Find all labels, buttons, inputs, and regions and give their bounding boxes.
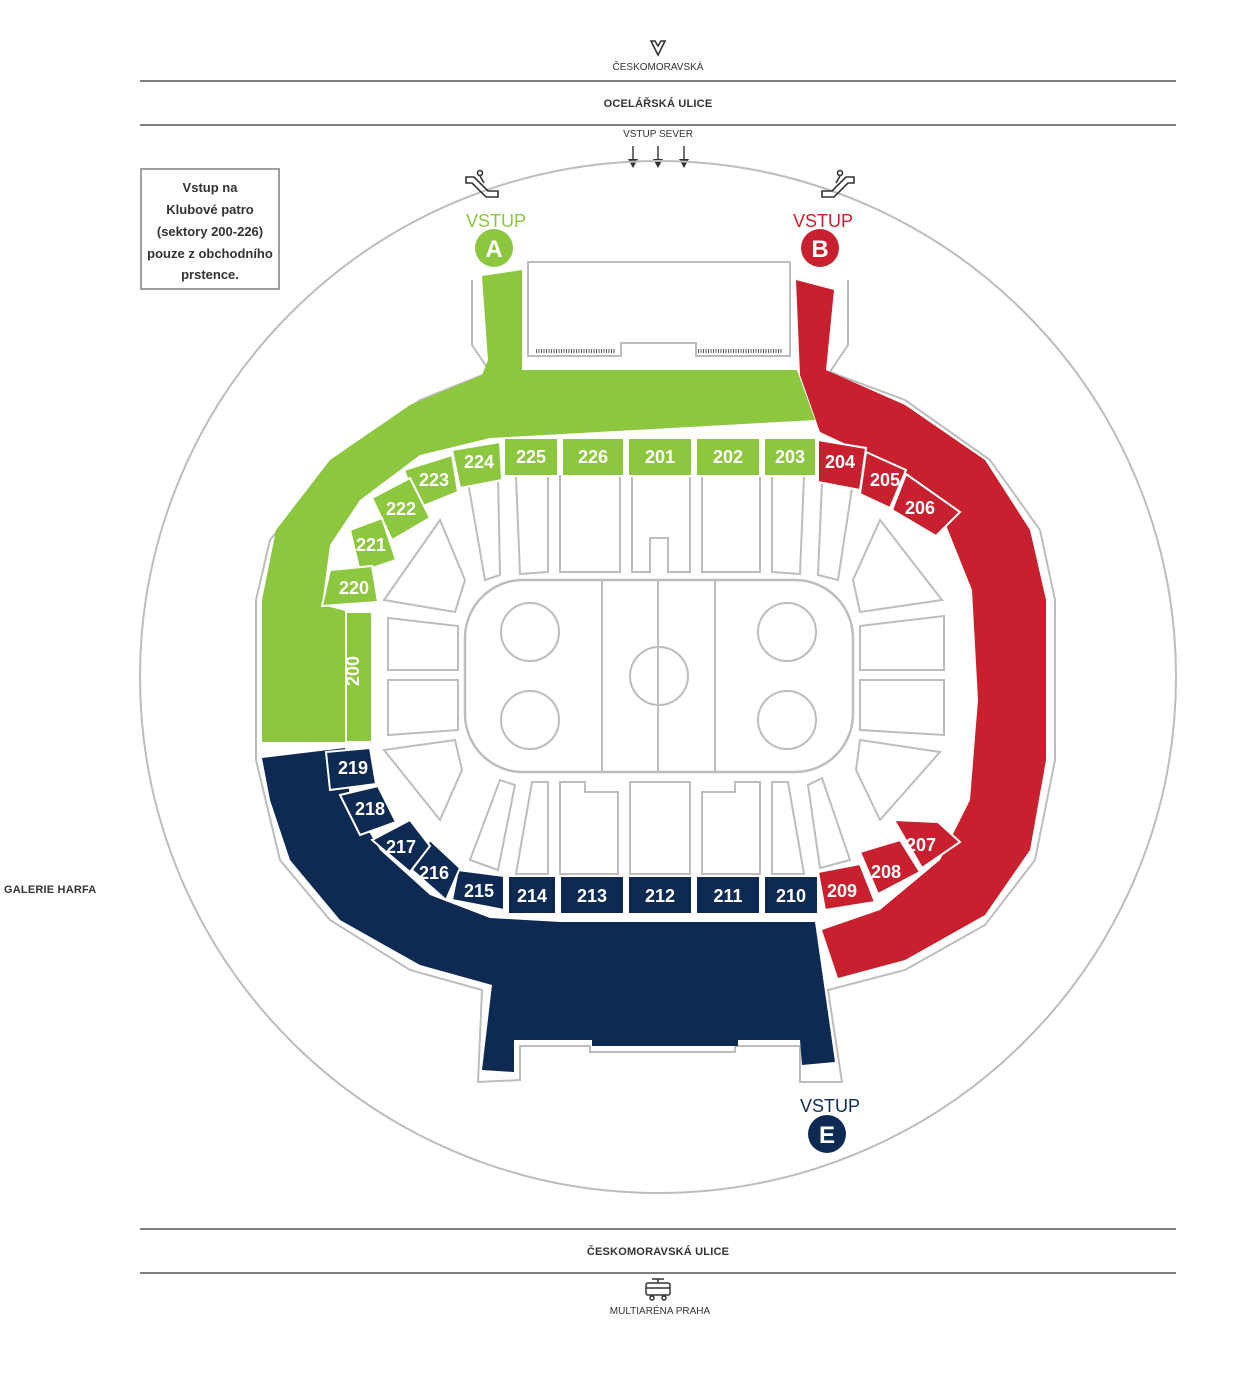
sector-212[interactable]	[627, 875, 693, 915]
sector-200[interactable]	[345, 611, 373, 743]
info-line: Klubové patro	[166, 202, 253, 217]
sector-label: 204	[825, 452, 855, 472]
sector-218[interactable]	[338, 784, 398, 837]
sector-label: 218	[355, 799, 385, 819]
info-line: Vstup na	[183, 180, 239, 195]
sector-label: 220	[339, 578, 369, 598]
sector-label: 223	[419, 470, 449, 490]
sector-label: 200	[343, 656, 363, 686]
sector-label: 221	[356, 535, 386, 555]
sector-208[interactable]	[858, 838, 922, 896]
sector-225[interactable]	[503, 437, 559, 477]
sector-203[interactable]	[763, 437, 817, 477]
sector-label: 202	[713, 447, 743, 467]
arena-outline	[255, 280, 1056, 1084]
entrance-a-badge[interactable]	[475, 229, 513, 267]
west-building-label: GALERIE HARFA	[4, 884, 96, 896]
lower-bowl	[382, 473, 945, 875]
escalator-icon	[465, 169, 499, 198]
escalator-icon	[821, 169, 855, 198]
sector-labels: 225 226 201 202 203 224 223 222 221 220 …	[338, 447, 936, 906]
sector-211[interactable]	[695, 875, 761, 915]
sector-219[interactable]	[324, 746, 378, 792]
tram-stop-label: MULTIARÉNA PRAHA	[610, 1304, 711, 1317]
sector-210[interactable]	[763, 875, 819, 915]
sector-label: 226	[578, 447, 608, 467]
sector-209[interactable]	[816, 862, 877, 912]
sector-label: 210	[776, 886, 806, 906]
rink-markings	[500, 580, 817, 772]
sector-label: 214	[517, 886, 547, 906]
south-street-label: ČESKOMORAVSKÁ ULICE	[587, 1245, 729, 1258]
sector-label: 201	[645, 447, 675, 467]
navy-sectors	[324, 746, 819, 915]
entrance-a-letter: A	[485, 236, 502, 263]
entrance-e-label: VSTUP	[800, 1096, 860, 1116]
sector-label: 217	[386, 837, 416, 857]
green-sectors	[320, 437, 817, 743]
sector-221[interactable]	[348, 516, 398, 574]
sector-label: 216	[419, 863, 449, 883]
sector-207[interactable]	[892, 818, 962, 870]
sector-214[interactable]	[507, 875, 557, 915]
sector-label: 209	[827, 881, 857, 901]
sector-label: 225	[516, 447, 546, 467]
sector-label: 207	[906, 835, 936, 855]
info-line: pouze z obchodního	[147, 246, 273, 261]
sector-213[interactable]	[559, 875, 625, 915]
sector-206[interactable]	[890, 472, 962, 538]
red-zone	[796, 280, 1046, 978]
sector-label: 219	[338, 758, 368, 778]
green-zone	[262, 270, 815, 742]
sector-label: 212	[645, 886, 675, 906]
sector-205[interactable]	[858, 450, 908, 510]
metro-icon	[649, 40, 667, 57]
entrance-b-letter: B	[811, 236, 828, 263]
info-line: (sektory 200-226)	[157, 224, 263, 239]
north-entrance-label: VSTUP SEVER	[623, 129, 693, 140]
entrance-a-label: VSTUP	[466, 211, 526, 231]
info-box	[140, 168, 280, 290]
tram-icon	[645, 1278, 671, 1301]
info-line: prstence.	[181, 267, 239, 282]
sector-201[interactable]	[627, 437, 693, 477]
sector-224[interactable]	[450, 440, 504, 490]
navy-zone	[262, 748, 835, 1072]
red-sectors	[816, 438, 962, 912]
entrance-b-label: VSTUP	[793, 211, 853, 231]
entrance-e-badge[interactable]	[808, 1115, 846, 1153]
outer-concourse-ring	[139, 160, 1177, 1194]
entrance-b-badge[interactable]	[801, 229, 839, 267]
north-stage-area	[527, 261, 791, 357]
sector-label: 208	[871, 862, 901, 882]
entrance-e-letter: E	[819, 1122, 835, 1149]
sector-label: 203	[775, 447, 805, 467]
sector-label: 211	[713, 886, 742, 906]
sector-label: 222	[386, 499, 416, 519]
sector-215[interactable]	[450, 868, 505, 912]
sector-217[interactable]	[370, 818, 432, 874]
sector-label: 213	[577, 886, 607, 906]
sector-label: 215	[464, 881, 494, 901]
sector-226[interactable]	[561, 437, 625, 477]
sector-202[interactable]	[695, 437, 761, 477]
sector-220[interactable]	[320, 564, 380, 608]
arrow-down-icon	[628, 146, 689, 168]
metro-station-label: ČESKOMORAVSKÁ	[613, 60, 704, 73]
sector-label: 224	[464, 452, 494, 472]
sector-label: 205	[870, 470, 900, 490]
sector-label: 206	[905, 498, 935, 518]
north-street-label: OCELÁŘSKÁ ULICE	[604, 97, 713, 110]
